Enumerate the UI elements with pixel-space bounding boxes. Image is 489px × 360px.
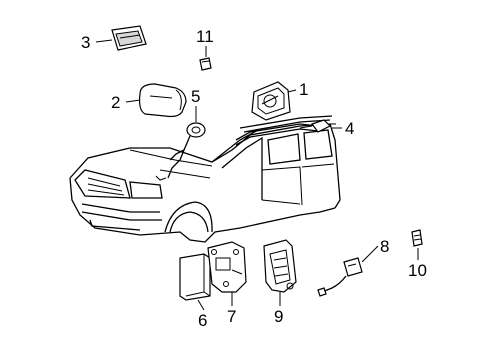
callout-labels: 1 2 3 4 5 6 7 8 9 10 11	[81, 27, 427, 330]
callout-5: 5	[191, 87, 200, 106]
part-7-bracket	[207, 241, 247, 293]
part-11-clip	[199, 57, 212, 71]
callout-4: 4	[345, 119, 354, 138]
callout-1: 1	[299, 80, 308, 99]
leader-lines	[95, 39, 419, 311]
part-5-clockspring-harness	[155, 122, 206, 181]
part-1-curtain-module	[251, 81, 291, 121]
callout-6: 6	[198, 311, 207, 330]
callout-7: 7	[227, 307, 236, 326]
callout-2: 2	[111, 93, 120, 112]
part-10-connector	[411, 229, 423, 247]
callout-11: 11	[196, 27, 214, 46]
part-6-control-module	[179, 253, 211, 301]
part-9-side-sensor	[263, 239, 297, 293]
part-4-sensor-connector	[299, 119, 336, 133]
vehicle-body	[69, 115, 341, 243]
part-3-passenger-airbag	[111, 25, 147, 51]
callout-8: 8	[380, 237, 389, 256]
part-8-impact-sensor	[317, 257, 363, 297]
callout-9: 9	[274, 307, 283, 326]
part-2-driver-airbag	[138, 83, 187, 118]
callout-10: 10	[408, 261, 427, 280]
callout-3: 3	[81, 33, 90, 52]
